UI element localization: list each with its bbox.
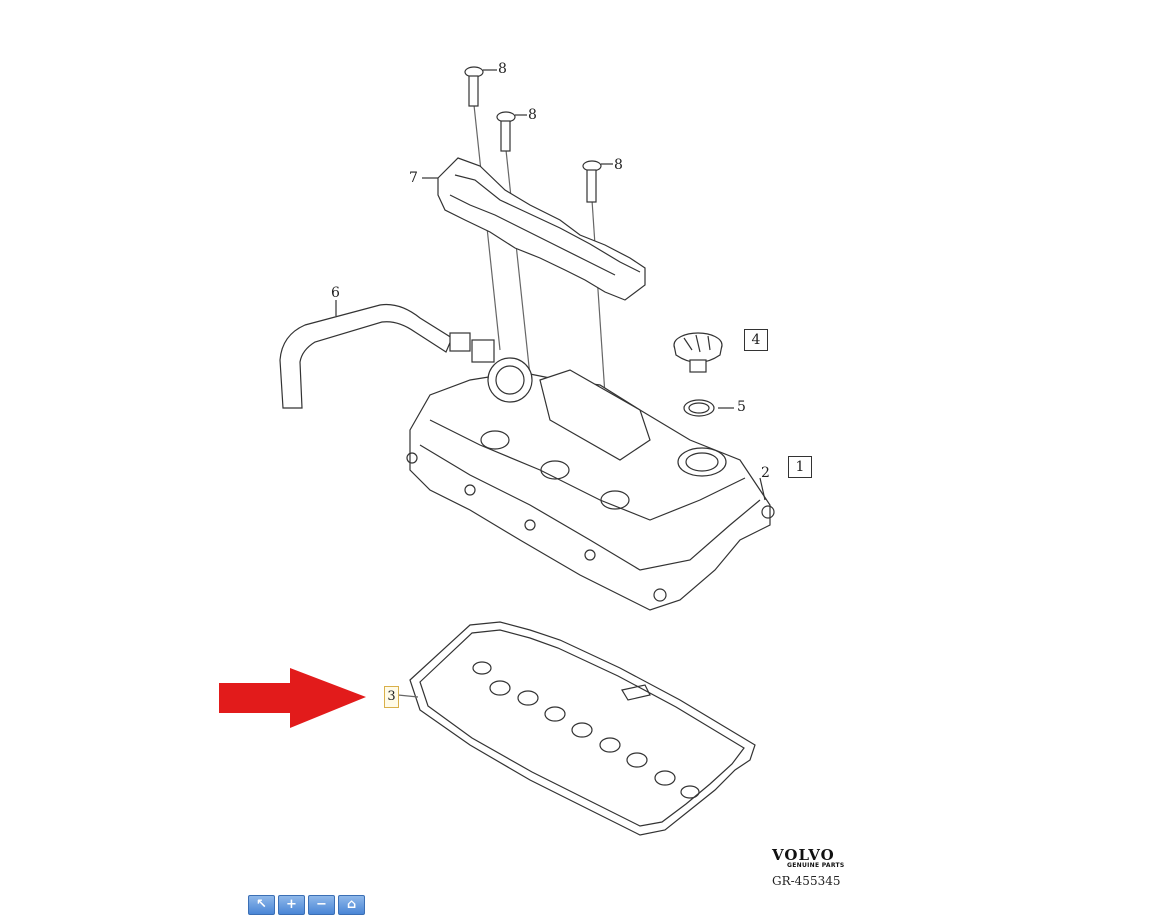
viewer-toolbar: ↖ + − ⌂ (248, 895, 365, 915)
hose-part (279, 303, 453, 409)
callout-label-5: 5 (737, 399, 746, 415)
bolt-part (582, 160, 602, 203)
callout-label-8: 8 (528, 107, 537, 123)
bracket-rail-part (437, 157, 646, 301)
callout-label-6: 6 (331, 285, 340, 301)
zoom-out-icon[interactable]: − (308, 895, 335, 915)
oil-cap-part (673, 332, 723, 373)
callout-label-8: 8 (614, 157, 623, 173)
callout-label-3-highlighted: 3 (384, 686, 399, 708)
bolt-part (464, 66, 484, 107)
callout-box-4: 4 (744, 329, 768, 351)
callout-label-2: 2 (761, 465, 770, 481)
bolt-part (496, 111, 516, 152)
select-arrow-icon[interactable]: ↖ (248, 895, 275, 915)
callout-box-1: 1 (788, 456, 812, 478)
o-ring-part (683, 399, 715, 417)
callout-label-8: 8 (498, 61, 507, 77)
zoom-in-icon[interactable]: + (278, 895, 305, 915)
gasket-part (409, 621, 756, 836)
red-pointer-arrow (219, 668, 366, 728)
genuine-parts-text: GENUINE PARTS (787, 862, 845, 869)
volvo-logo-text: VOLVO (772, 846, 835, 864)
callout-label-7: 7 (409, 170, 418, 186)
diagram-code: GR-455345 (772, 874, 841, 888)
home-icon[interactable]: ⌂ (338, 895, 365, 915)
